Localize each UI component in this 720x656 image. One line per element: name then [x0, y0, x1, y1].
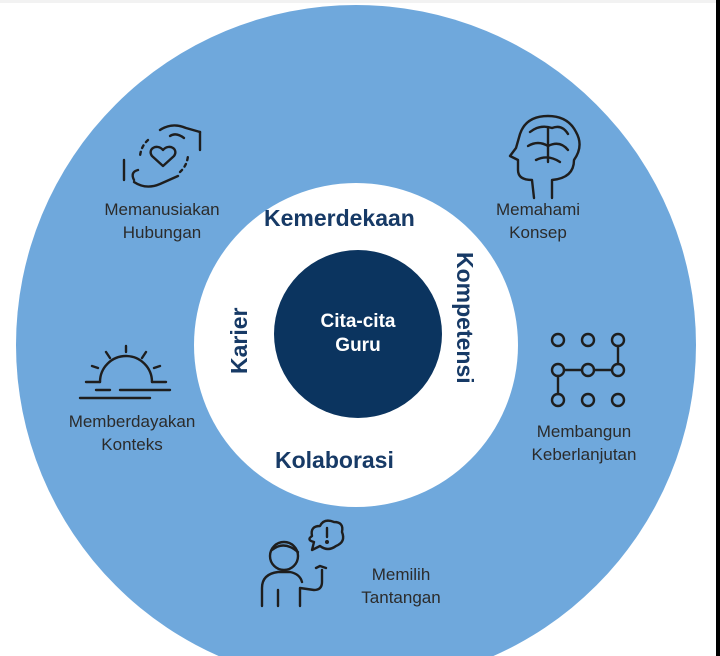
keyword-top: Kemerdekaan	[264, 205, 415, 231]
center-circle	[274, 250, 442, 418]
brain-head-icon	[508, 114, 581, 200]
label-line-1: Memahami	[495, 200, 581, 219]
keyword-left: Karier	[226, 307, 252, 374]
person-question-icon	[260, 519, 345, 608]
label-line-2: Konteks	[101, 435, 163, 454]
label-line-2: Konsep	[509, 223, 567, 242]
hands-heart-icon	[122, 124, 202, 188]
keyword-right: Kompetensi	[452, 252, 478, 384]
label-memanusiakan-hubungan: Memanusiakan Hubungan	[82, 198, 242, 244]
label-memilih-tantangan: Memilih Tantangan	[346, 563, 456, 609]
node-path-icon	[550, 332, 626, 408]
label-line-1: Memberdayakan	[68, 412, 196, 431]
label-memahami-konsep: Memahami Konsep	[478, 198, 598, 244]
label-line-1: Membangun	[536, 422, 632, 441]
center-line-1: Cita-cita	[320, 311, 396, 332]
label-line-2: Hubungan	[122, 223, 202, 242]
label-line-2: Tantangan	[361, 588, 441, 607]
top-edge	[0, 0, 720, 3]
sunrise-icon	[78, 344, 172, 400]
label-line-2: Keberlanjutan	[531, 445, 637, 464]
label-membangun-keberlanjutan: Membangun Keberlanjutan	[514, 420, 654, 466]
label-line-1: Memanusiakan	[104, 200, 220, 219]
label-line-1: Memilih	[371, 565, 431, 584]
right-edge	[716, 0, 720, 656]
center-title: Cita-cita Guru	[308, 310, 408, 358]
label-memberdayakan-konteks: Memberdayakan Konteks	[52, 410, 212, 456]
keyword-bottom: Kolaborasi	[275, 447, 394, 473]
center-line-2: Guru	[335, 335, 381, 356]
